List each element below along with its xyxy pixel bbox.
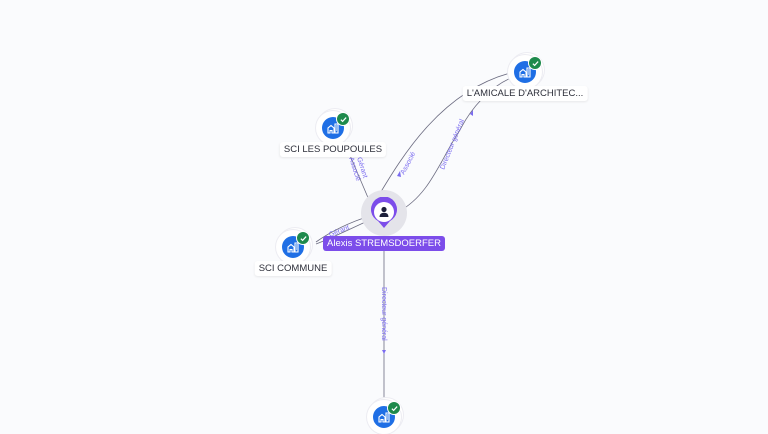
company-label[interactable]: SCI COMMUNE [254, 261, 332, 276]
edge-label-directeur-amicale: Directeur général [439, 118, 466, 171]
company-label[interactable]: L'AMICALE D'ARCHITEC... [462, 86, 588, 101]
location-pin-icon [371, 197, 397, 228]
person-label[interactable]: Alexis STREMSDOERFER [322, 236, 446, 251]
edge-arrow [470, 110, 473, 116]
check-icon [296, 231, 310, 245]
person-icon [379, 206, 389, 217]
edge-arrow [382, 350, 386, 354]
check-icon [336, 112, 350, 126]
check-icon [528, 56, 542, 70]
company-label[interactable]: SCI LES POUPOULES [279, 142, 387, 157]
check-icon [387, 401, 401, 415]
edge-arrow [397, 171, 401, 177]
edge-label-directeur-bottom: Directeur général [380, 287, 387, 341]
edge-label-associe: Associé [400, 151, 418, 176]
edge-associe-amicale [375, 71, 515, 201]
